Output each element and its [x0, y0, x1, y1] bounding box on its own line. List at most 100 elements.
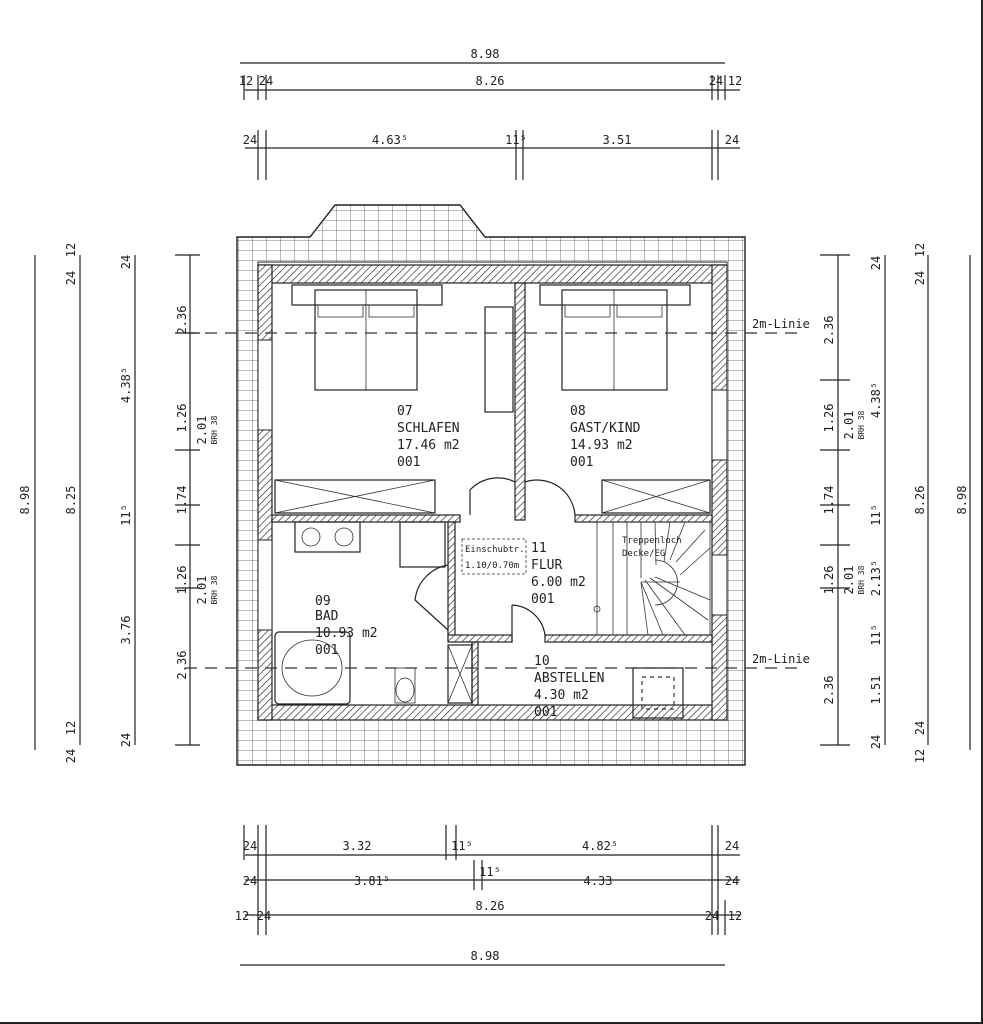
dimension-lines [34, 62, 971, 966]
dim-label: 4.63⁵ [372, 133, 408, 147]
dim-label: 11⁵ [479, 865, 501, 879]
dim-label: 24 [913, 271, 927, 285]
room-flur: 11 FLUR 6.00 m2 001 [531, 541, 586, 607]
dim-label: 3.81⁵ [354, 874, 390, 888]
room-gast-kind: 08 GAST/KIND 14.93 m2 001 [570, 404, 641, 470]
dim-label: 2.01 [195, 416, 209, 445]
dim-label: 2.01 [842, 566, 856, 595]
dim-label: 12 [235, 909, 249, 923]
dim-label: 1.74 [822, 486, 836, 515]
dim-label: 24 [64, 749, 78, 763]
dim-right-overall: 8.98 [955, 486, 969, 515]
dim-label: 8.26 [476, 899, 505, 913]
dim-label: 4.38⁵ [869, 382, 883, 418]
dim-label: BRH 38 [857, 565, 866, 594]
dim-label: 1.26 [175, 404, 189, 433]
dim-label: 24 [725, 133, 739, 147]
dim-label: 4.33 [584, 874, 613, 888]
dim-bottom-overall: 8.98 [471, 949, 500, 963]
dim-label: 24 [243, 839, 257, 853]
dim-label: 24 [709, 74, 723, 88]
dim-label: 1.26 [822, 566, 836, 595]
room-number: 07 [397, 404, 413, 419]
dim-label: 24 [869, 735, 883, 749]
dim-label: 24 [725, 839, 739, 853]
room-name: GAST/KIND [570, 421, 641, 436]
dim-label: 4.82⁵ [582, 839, 618, 853]
exterior-walls [257, 264, 728, 721]
two-meter-line-label: 2m-Linie [752, 652, 810, 666]
dim-label: 8.25 [64, 486, 78, 515]
dim-label: 1.51 [869, 676, 883, 705]
room-code: 001 [570, 455, 593, 470]
room-code: 001 [531, 592, 554, 607]
room-number: 08 [570, 404, 586, 419]
two-meter-line-label: 2m-Linie [752, 317, 810, 331]
room-code: 001 [397, 455, 420, 470]
dim-label: 3.51 [603, 133, 632, 147]
staircase [593, 521, 711, 636]
dim-label: 12 [913, 243, 927, 257]
dim-label: 1.74 [175, 486, 189, 515]
dim-label: 2.01 [195, 576, 209, 605]
dim-label: 8.26 [476, 74, 505, 88]
room-name: SCHLAFEN [397, 421, 460, 436]
two-meter-lines [185, 332, 805, 669]
dim-label: 12 [913, 749, 927, 763]
attic-hatch-label: Einschubtr. [465, 545, 525, 555]
dim-label: 2.36 [175, 306, 189, 335]
dim-label: 4.38⁵ [119, 367, 133, 403]
dim-label: 11⁵ [505, 133, 527, 147]
dim-label: 24 [257, 909, 271, 923]
attic-hatch-size: 1.10/0.70m [465, 561, 519, 571]
room-schlafen: 07 SCHLAFEN 17.46 m2 001 [397, 404, 460, 470]
dim-label: 2.01 [842, 411, 856, 440]
room-bad: 09 BAD 10.93 m2 001 [315, 594, 378, 658]
roof-outline [236, 204, 746, 766]
dim-label: 12 [239, 74, 253, 88]
dim-label: 11⁵ [869, 504, 883, 526]
dim-label: 24 [119, 733, 133, 747]
dim-label: 3.76 [119, 616, 133, 645]
dim-label: BRH 38 [210, 415, 219, 444]
room-area: 4.30 m2 [534, 688, 589, 703]
room-area: 10.93 m2 [315, 626, 378, 641]
dimensions-top: 8.98 12 24 8.26 24 12 24 4.63⁵ 11⁵ 3.51 … [239, 47, 742, 147]
dimensions-left: 8.98 24 12 8.25 12 24 24 4.38⁵ 11⁵ 3.76 … [18, 243, 219, 763]
room-number: 10 [534, 654, 550, 669]
dimensions-right: 2.36 1.26 1.74 1.26 2.36 2.01 BRH 38 2.0… [822, 243, 969, 763]
dim-label: BRH 38 [857, 410, 866, 439]
room-area: 14.93 m2 [570, 438, 633, 453]
dim-top-overall: 8.98 [471, 47, 500, 61]
dim-label: 24 [913, 721, 927, 735]
dim-label: 1.26 [822, 404, 836, 433]
dim-label: 24 [259, 74, 273, 88]
dimensions-bottom: 24 3.32 11⁵ 4.82⁵ 24 24 3.81⁵ 11⁵ 4.33 2… [235, 839, 742, 963]
room-number: 09 [315, 594, 331, 609]
dim-label: 24 [243, 133, 257, 147]
dim-label: 2.36 [822, 676, 836, 705]
room-name: BAD [315, 609, 339, 624]
room-area: 17.46 m2 [397, 438, 460, 453]
dim-label: 1.26 [175, 566, 189, 595]
dim-left-overall: 8.98 [18, 486, 32, 515]
dim-label: 24 [705, 909, 719, 923]
dim-label: 8.26 [913, 486, 927, 515]
stair-opening-label: Decke/EG [622, 549, 665, 559]
stair-opening-label: Treppenloch [622, 536, 682, 546]
dim-label: 3.32 [343, 839, 372, 853]
dim-label: 24 [119, 255, 133, 269]
dim-label: 24 [725, 874, 739, 888]
dim-label: 11⁵ [119, 504, 133, 526]
room-number: 11 [531, 541, 547, 556]
dim-label: 2.13⁵ [869, 560, 883, 596]
dim-label: 24 [243, 874, 257, 888]
room-abstellen: 10 ABSTELLEN 4.30 m2 001 [534, 654, 604, 720]
room-name: FLUR [531, 558, 562, 573]
dim-label: 24 [869, 256, 883, 270]
dim-label: 11⁵ [869, 624, 883, 646]
dim-label: 11⁵ [451, 839, 473, 853]
room-area: 6.00 m2 [531, 575, 586, 590]
